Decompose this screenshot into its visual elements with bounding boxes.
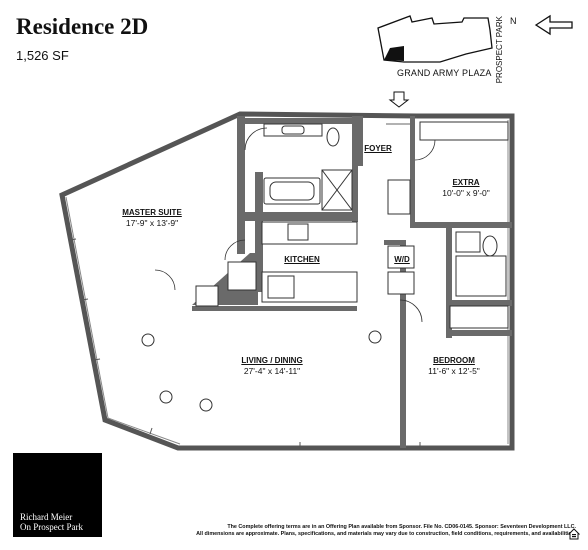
room-name: LIVING / DINING <box>241 356 303 365</box>
room-dimensions: 27'-4" x 14'-11" <box>243 366 301 376</box>
room-name: MASTER SUITE <box>122 208 182 217</box>
room-foyer: FOYER <box>358 144 398 154</box>
disclaimer-line-2: All dimensions are approximate. Plans, s… <box>196 531 576 537</box>
legal-disclaimer: The Complete offering terms are in an Of… <box>106 524 576 538</box>
room-bedroom: BEDROOM 11'-6" x 12'-5" <box>414 356 494 376</box>
residence-title: Residence 2D <box>16 14 149 39</box>
room-kitchen: KITCHEN <box>270 255 334 265</box>
room-wd: W/D <box>389 255 415 265</box>
room-name: FOYER <box>364 144 392 153</box>
room-master-suite: MASTER SUITE 17'-9" x 13'-9" <box>112 208 192 228</box>
room-name: W/D <box>394 255 410 264</box>
room-dimensions: 11'-6" x 12'-5" <box>428 366 480 376</box>
room-living-dining: LIVING / DINING 27'-4" x 14'-11" <box>227 356 317 376</box>
logo-line-2: On Prospect Park <box>20 522 83 532</box>
room-name: BEDROOM <box>433 356 475 365</box>
room-dimensions: 17'-9" x 13'-9" <box>125 218 179 228</box>
north-arrow-icon <box>534 14 573 36</box>
developer-logo: Richard Meier On Prospect Park <box>13 453 102 537</box>
room-dimensions: 10'-0" x 9'-0" <box>442 188 490 198</box>
logo-line-1: Richard Meier <box>20 512 73 522</box>
key-plan-icon <box>377 15 493 63</box>
disclaimer-line-1: The Complete offering terms are in an Of… <box>227 524 576 530</box>
room-extra: EXTRA 10'-0" x 9'-0" <box>426 178 506 198</box>
room-name: EXTRA <box>452 178 480 187</box>
north-label: N <box>510 16 517 26</box>
room-name: KITCHEN <box>284 255 320 264</box>
equal-housing-icon <box>568 528 580 540</box>
grand-army-plaza-label: GRAND ARMY PLAZA <box>397 68 492 78</box>
square-footage: 1,526 SF <box>16 48 69 63</box>
